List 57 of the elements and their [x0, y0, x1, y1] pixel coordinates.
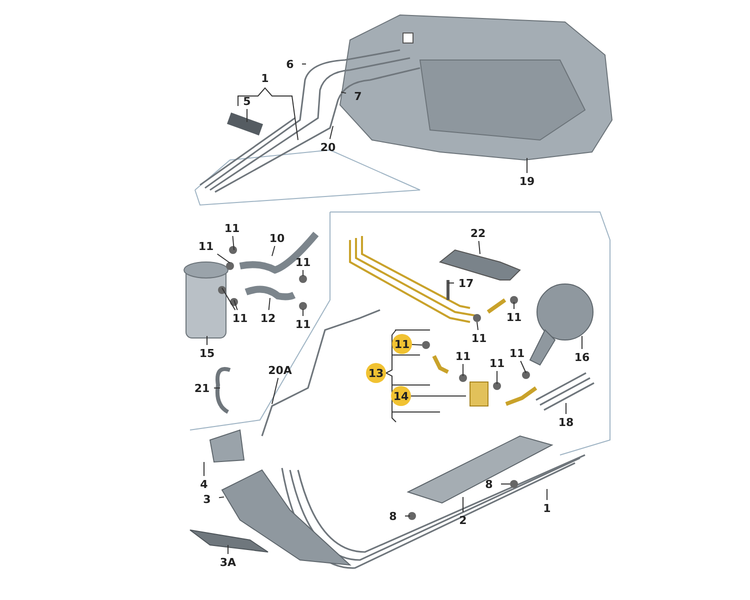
callout-number: 15 — [195, 345, 219, 361]
callout-number: 7 — [346, 88, 370, 104]
leader-line — [462, 496, 464, 512]
leader-line — [462, 364, 464, 376]
leader-line — [246, 108, 248, 122]
callout-number: 11 — [291, 316, 315, 332]
callout-number: 22 — [466, 225, 490, 241]
callout-number: 5 — [235, 93, 259, 109]
callout-number: 17 — [454, 275, 478, 291]
leader-line — [496, 370, 498, 384]
callout-number: 21 — [190, 380, 214, 396]
leader-line — [546, 488, 548, 500]
leader-line — [340, 92, 346, 94]
callout-number: 3A — [216, 554, 240, 570]
callout-number: 14 — [391, 386, 411, 406]
callout-number: 6 — [278, 56, 302, 72]
callout-number: 11 — [291, 254, 315, 270]
leader-line — [206, 336, 208, 346]
callout-number: 3 — [195, 491, 219, 507]
callout-number: 8 — [477, 476, 501, 492]
callout-number: 11 — [194, 238, 218, 254]
leader-line — [216, 254, 230, 264]
leader-line — [478, 240, 480, 254]
leader-line — [448, 282, 454, 284]
callout-number: 13 — [366, 363, 386, 383]
callout-number: 11 — [392, 334, 412, 354]
callout-number: 11 — [502, 309, 526, 325]
leader-line — [218, 496, 224, 498]
callout-number: 11 — [451, 348, 475, 364]
callout-number: 1 — [535, 500, 559, 516]
leader-line — [268, 298, 270, 310]
callout-number: 4 — [192, 476, 216, 492]
callout-number: 19 — [515, 173, 539, 189]
leader-line — [234, 300, 238, 310]
leader-line — [520, 360, 526, 374]
callout-number: 11 — [220, 220, 244, 236]
callout-number: 18 — [554, 414, 578, 430]
callout-number: 11 — [467, 330, 491, 346]
leader-line — [476, 322, 478, 330]
callout-number: 16 — [570, 349, 594, 365]
callout-number: 2 — [451, 512, 475, 528]
leader-line — [272, 378, 279, 404]
leader-line — [412, 344, 422, 346]
callout-number: 1 — [253, 70, 277, 86]
leader-line — [329, 126, 334, 140]
callout-number: 12 — [256, 310, 280, 326]
leader-line — [272, 246, 276, 256]
leader-line — [222, 288, 236, 310]
leader-line — [302, 270, 304, 276]
callout-number: 20A — [268, 362, 292, 378]
callout-number: 10 — [265, 230, 289, 246]
leader-line — [526, 158, 528, 174]
callout-number: 20 — [316, 139, 340, 155]
callout-number: 11 — [228, 310, 252, 326]
leader-line — [232, 236, 234, 250]
callout-number: 8 — [381, 508, 405, 524]
leader-line — [302, 308, 304, 316]
